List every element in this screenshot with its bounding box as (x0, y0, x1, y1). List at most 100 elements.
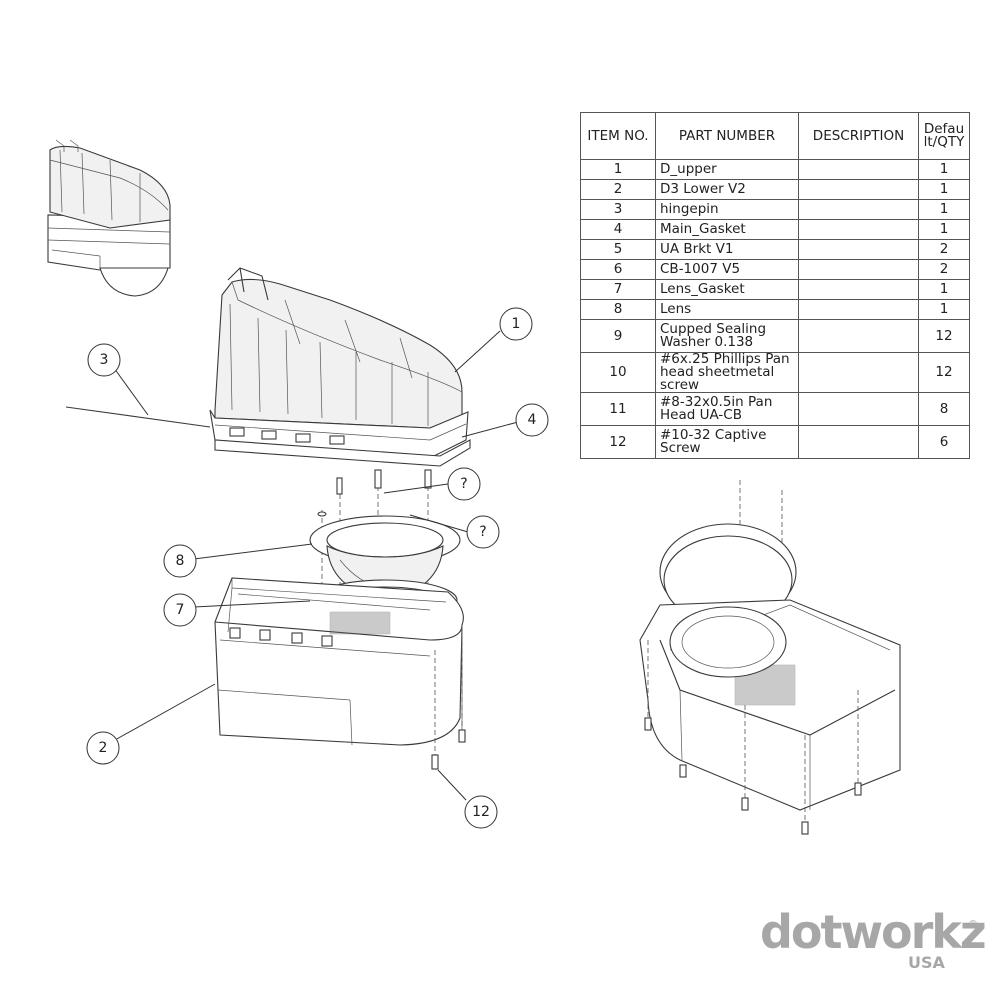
balloon-2-label: 2 (99, 740, 108, 756)
balloon-12-label: 12 (472, 804, 490, 820)
bom-qty: 6 (918, 425, 970, 459)
bom-header-item-no: ITEM NO. (580, 112, 656, 160)
bom-description (798, 199, 919, 220)
bom-qty: 12 (918, 319, 970, 353)
bom-part-line: CB-1007 V5 (660, 261, 741, 277)
isometric-exploded-view (639, 480, 901, 835)
bom-part-line: head sheetmetal (660, 364, 775, 380)
bom-header-qty: Defau lt/QTY (918, 112, 970, 160)
bom-item-no: 11 (580, 392, 656, 426)
balloon-3: 3 (87, 343, 121, 377)
bom-item-no: 10 (580, 352, 656, 393)
bom-part-line: #8-32x0.5in Pan (660, 394, 773, 410)
bom-part-line: Lens_Gasket (660, 281, 745, 297)
bom-part-line: Main_Gasket (660, 221, 746, 237)
logo-subtext: USA (908, 953, 945, 972)
bom-description (798, 179, 919, 200)
bom-description (798, 425, 919, 459)
bom-part-line: #6x.25 Phillips Pan (660, 351, 790, 367)
logo-trademark: ® (968, 919, 978, 930)
bom-row: 4 Main_Gasket 1 (580, 219, 970, 240)
bom-row: 10 #6x.25 Phillips Pan head sheetmetal s… (580, 351, 970, 393)
lower-housing-part-2 (214, 577, 466, 770)
bom-qty: 1 (918, 299, 970, 320)
bom-description (798, 159, 919, 180)
bom-item-no: 5 (580, 239, 656, 260)
bom-header-description: DESCRIPTION (798, 112, 919, 160)
bom-row: 5 UA Brkt V1 2 (580, 239, 970, 260)
bom-part-line: Lens (660, 301, 692, 317)
bom-header-qty-line1: Defau (923, 121, 965, 137)
bom-row: 8 Lens 1 (580, 299, 970, 320)
dotworkz-logo: dotworkz ® USA (760, 905, 987, 975)
balloon-question-2-label: ? (479, 524, 486, 540)
bom-row: 1 D_upper 1 (580, 159, 970, 180)
bom-qty: 1 (918, 179, 970, 200)
balloon-question-1-label: ? (460, 476, 467, 492)
bom-description (798, 319, 919, 353)
bom-qty: 2 (918, 239, 970, 260)
bom-qty: 8 (918, 392, 970, 426)
bom-part-number: Lens_Gasket (655, 279, 799, 300)
balloon-4: 4 (515, 403, 549, 437)
bom-part-line: Head UA-CB (660, 407, 742, 423)
balloon-1-label: 1 (512, 316, 521, 332)
bom-description (798, 299, 919, 320)
balloon-3-label: 3 (100, 352, 109, 368)
balloon-12: 12 (464, 795, 498, 829)
bom-part-number: D_upper (655, 159, 799, 180)
bom-item-no: 4 (580, 219, 656, 240)
bom-part-number: UA Brkt V1 (655, 239, 799, 260)
bom-part-number: #8-32x0.5in Pan Head UA-CB (655, 392, 799, 426)
bom-row: 9 Cupped Sealing Washer 0.138 12 (580, 319, 970, 353)
bom-header-row: ITEM NO. PART NUMBER DESCRIPTION Defau l… (580, 112, 970, 160)
bom-part-line: #10-32 Captive (660, 427, 767, 443)
bom-description (798, 279, 919, 300)
bom-row: 3 hingepin 1 (580, 199, 970, 220)
bom-description (798, 259, 919, 280)
bom-item-no: 6 (580, 259, 656, 280)
bom-part-number: Cupped Sealing Washer 0.138 (655, 319, 799, 353)
bom-part-line: screw (660, 377, 700, 393)
upper-housing-part-1 (209, 267, 469, 459)
bom-qty: 1 (918, 279, 970, 300)
leader-lines (113, 330, 519, 801)
bom-item-no: 3 (580, 199, 656, 220)
bom-part-number: D3 Lower V2 (655, 179, 799, 200)
bom-item-no: 9 (580, 319, 656, 353)
bom-part-number: CB-1007 V5 (655, 259, 799, 280)
bom-qty: 1 (918, 219, 970, 240)
bom-qty: 1 (918, 159, 970, 180)
assembled-thumbnail-view (47, 139, 171, 297)
bom-part-line: Screw (660, 440, 701, 456)
bom-description (798, 239, 919, 260)
bom-item-no: 1 (580, 159, 656, 180)
bom-description (798, 352, 919, 393)
bom-row: 7 Lens_Gasket 1 (580, 279, 970, 300)
bom-qty: 12 (918, 352, 970, 393)
bom-description (798, 219, 919, 240)
bom-qty: 2 (918, 259, 970, 280)
bom-part-line: Washer 0.138 (660, 334, 754, 350)
bom-part-number: hingepin (655, 199, 799, 220)
bom-part-line: D_upper (660, 161, 717, 177)
bom-part-number: #6x.25 Phillips Pan head sheetmetal scre… (655, 351, 799, 393)
balloon-2: 2 (86, 731, 120, 765)
balloon-7-label: 7 (176, 602, 185, 618)
balloon-4-label: 4 (528, 412, 537, 428)
bom-row: 11 #8-32x0.5in Pan Head UA-CB 8 (580, 392, 970, 426)
bom-item-no: 8 (580, 299, 656, 320)
bom-item-no: 7 (580, 279, 656, 300)
bom-description (798, 392, 919, 426)
hinge-pin-part-3 (65, 406, 211, 428)
bom-row: 2 D3 Lower V2 1 (580, 179, 970, 200)
bom-row: 6 CB-1007 V5 2 (580, 259, 970, 280)
bom-item-no: 2 (580, 179, 656, 200)
bom-part-line: D3 Lower V2 (660, 181, 746, 197)
bom-header-part-number: PART NUMBER (655, 112, 799, 160)
main-gasket-part-4 (214, 439, 471, 467)
bill-of-materials-table: ITEM NO. PART NUMBER DESCRIPTION Defau l… (580, 112, 970, 459)
bom-item-no: 12 (580, 425, 656, 459)
bom-header-qty-line2: lt/QTY (923, 134, 965, 150)
